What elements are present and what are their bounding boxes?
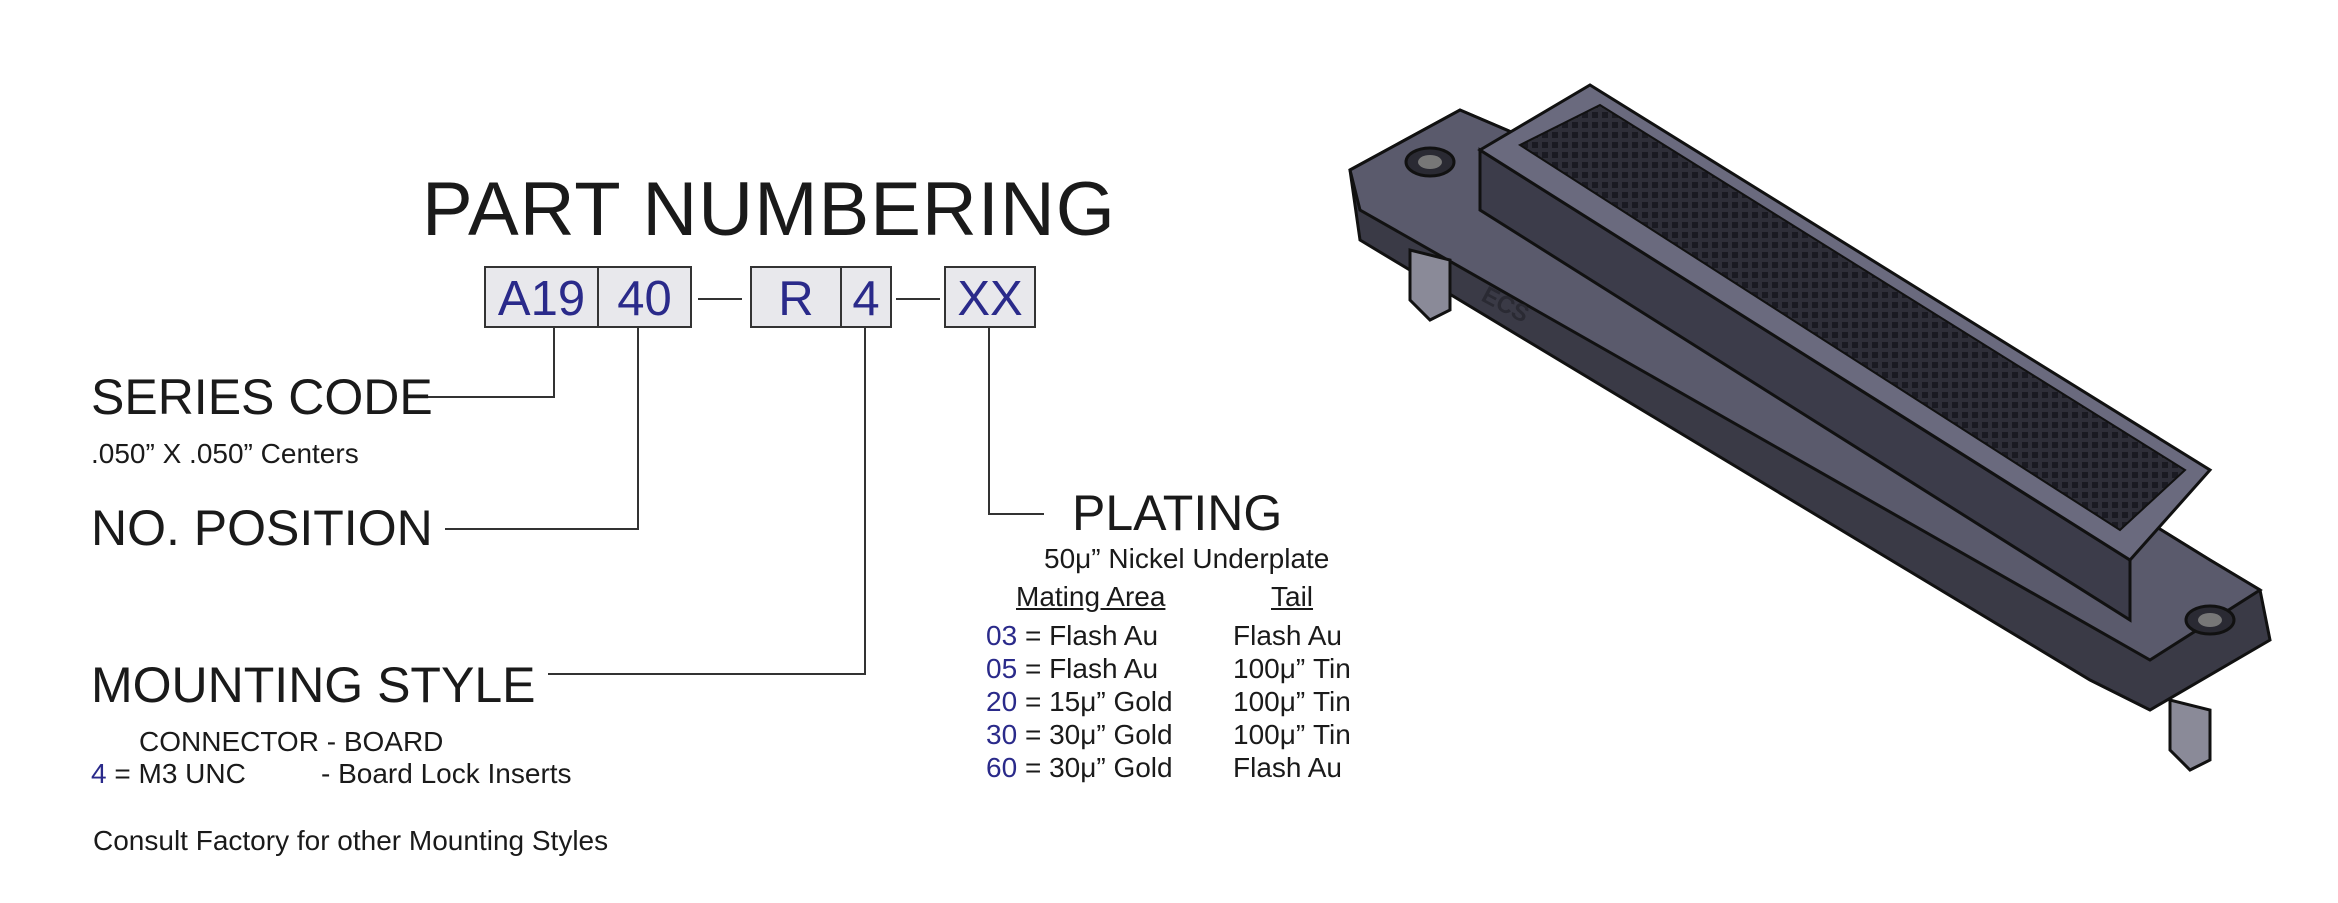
- connector-illustration: ECS: [1348, 83, 2272, 772]
- plating-row: 20 = 15μ” Gold: [986, 688, 1173, 716]
- leader-series: [553, 328, 555, 396]
- leader-position: [445, 528, 639, 530]
- leader-position: [637, 328, 639, 528]
- plating-row: 60 = 30μ” Gold: [986, 754, 1173, 782]
- plating-row: 05 = Flash Au: [986, 655, 1158, 683]
- plating-mating: = Flash Au: [1024, 653, 1159, 684]
- no-position-heading: NO. POSITION: [91, 500, 433, 556]
- plating-tail: Flash Au: [1233, 752, 1342, 783]
- pn-box-r: R: [750, 266, 842, 328]
- mounting-style-heading: MOUNTING STYLE: [91, 657, 536, 713]
- mounting-column-header: CONNECTOR - BOARD: [139, 726, 444, 757]
- board-lock: [1408, 248, 1452, 322]
- plating-tail: 100μ” Tin: [1233, 719, 1351, 750]
- plating-code: 30: [986, 719, 1018, 750]
- board-lock: [2168, 698, 2212, 772]
- pn-box-mounting: 4: [840, 266, 892, 328]
- plating-tail: Flash Au: [1233, 620, 1342, 651]
- mounting-option-row: 4 = M3 UNC: [91, 760, 246, 788]
- mounting-option-code: 4: [91, 758, 107, 789]
- plating-mating: = Flash Au: [1024, 620, 1159, 651]
- mounting-option-text: = M3 UNC: [114, 758, 246, 789]
- leader-plating: [988, 513, 1044, 515]
- plating-row: 03 = Flash Au: [986, 622, 1158, 650]
- pn-dash: [896, 298, 940, 300]
- page-title: PART NUMBERING: [422, 167, 1116, 252]
- leader-series: [413, 396, 555, 398]
- plating-mating: = 15μ” Gold: [1024, 686, 1173, 717]
- plating-tail: 100μ” Tin: [1233, 686, 1351, 717]
- pn-box-plating: XX: [944, 266, 1036, 328]
- leader-mounting: [548, 673, 866, 675]
- mounting-option-desc: - Board Lock Inserts: [321, 758, 572, 789]
- series-code-heading: SERIES CODE: [91, 369, 433, 425]
- pn-box-position: 40: [597, 266, 692, 328]
- pn-dash: [698, 298, 742, 300]
- connector-face: [1517, 103, 2187, 532]
- plating-mating: = 30μ” Gold: [1024, 719, 1173, 750]
- plating-col-tail: Tail: [1271, 581, 1314, 612]
- plating-code: 60: [986, 752, 1018, 783]
- plating-code: 05: [986, 653, 1018, 684]
- plating-col-mating: Mating Area: [1016, 581, 1166, 612]
- plating-row: 30 = 30μ” Gold: [986, 721, 1173, 749]
- leader-plating: [988, 328, 990, 513]
- pn-box-series: A19: [484, 266, 599, 328]
- plating-heading: PLATING: [1072, 485, 1283, 541]
- mounting-note: Consult Factory for other Mounting Style…: [93, 825, 609, 856]
- plating-code: 03: [986, 620, 1018, 651]
- leader-mounting: [864, 328, 866, 673]
- plating-underplate: 50μ” Nickel Underplate: [1044, 543, 1330, 574]
- series-code-detail: .050” X .050” Centers: [91, 438, 359, 469]
- plating-tail: 100μ” Tin: [1233, 653, 1351, 684]
- plating-mating: = 30μ” Gold: [1024, 752, 1173, 783]
- plating-code: 20: [986, 686, 1018, 717]
